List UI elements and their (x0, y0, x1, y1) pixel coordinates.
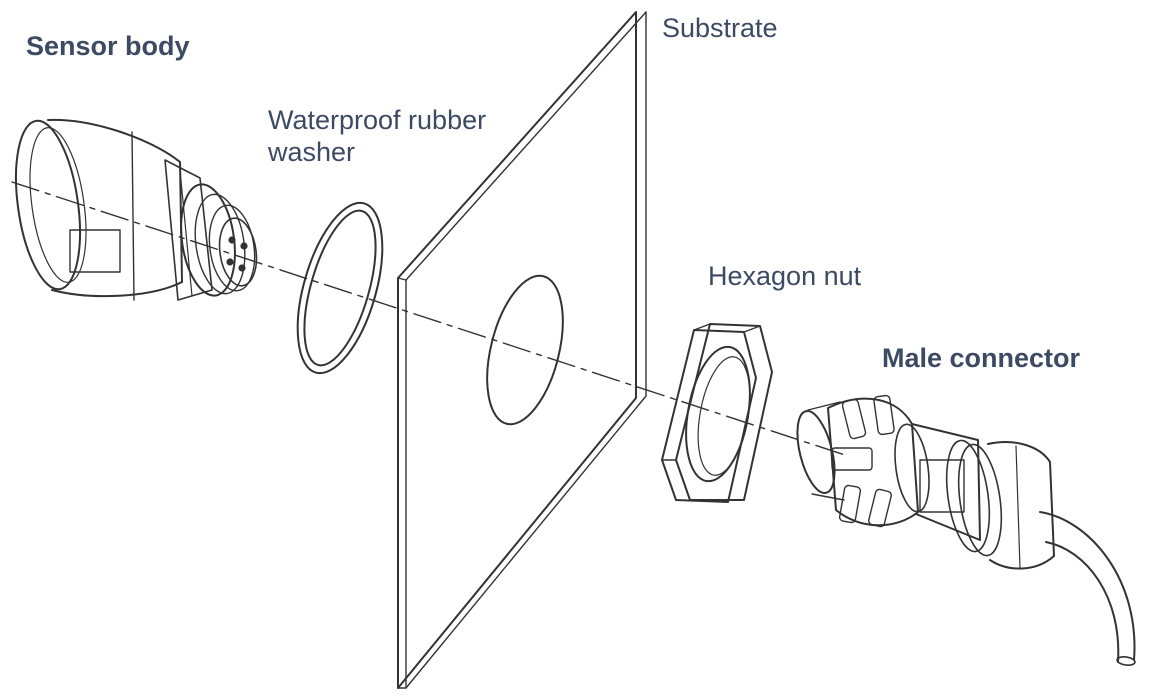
washer-inner (303, 209, 377, 367)
substrate-edge (397, 277, 407, 689)
substrate-hole (486, 274, 564, 426)
label-washer-line-2: washer (268, 137, 356, 167)
connector-window (919, 459, 965, 513)
sensor-ring-3 (208, 204, 256, 292)
sensor-flange (15, 119, 81, 291)
sensor-side-window (69, 229, 121, 273)
connector-body (911, 423, 981, 541)
label-washer: Waterproof rubber washer (268, 104, 486, 168)
sensor-ring-1 (180, 183, 236, 297)
washer-outer (296, 201, 384, 375)
male-connector-part (796, 394, 1136, 666)
sensor-body-part (15, 118, 258, 301)
connector-coupling-ring (827, 397, 919, 527)
connector-cable (1039, 511, 1136, 661)
label-washer-line-1: Waterproof rubber (268, 105, 487, 135)
label-substrate: Substrate (662, 13, 778, 43)
washer-part (296, 201, 384, 375)
sensor-connector-face (218, 217, 258, 287)
cable-end (1116, 656, 1136, 666)
label-hexagon-nut: Hexagon nut (708, 261, 862, 291)
center-axis (11, 181, 846, 456)
sensor-ring-2 (194, 193, 246, 295)
substrate-part (397, 11, 647, 689)
sensor-hex-collar (164, 159, 213, 301)
connector-gland-nut (987, 441, 1055, 570)
sensor-flange-inner (29, 127, 87, 283)
line-art (11, 11, 1136, 689)
hexagon-nut-part (661, 323, 773, 503)
label-male-connector: Male connector (882, 343, 1081, 373)
label-sensor-body: Sensor body (26, 31, 190, 61)
